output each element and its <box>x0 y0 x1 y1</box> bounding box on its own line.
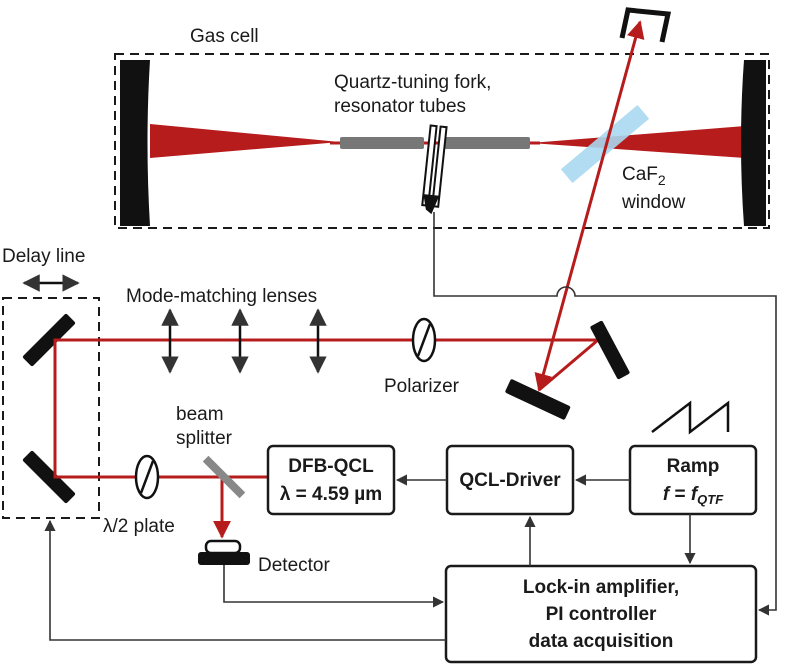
reflected-beam <box>534 20 645 392</box>
resonator-tube-right <box>444 137 530 149</box>
lock-in-line1: Lock-in amplifier, <box>523 577 679 598</box>
cell-mirror-left <box>120 60 150 226</box>
lens-label: Mode-matching lenses <box>126 286 317 307</box>
lock-in-line3: data acquisition <box>529 631 674 652</box>
steering-mirror-top <box>590 320 630 380</box>
sawtooth-icon <box>651 400 730 435</box>
cell-mirror-right <box>741 60 766 226</box>
half-wave-label: λ/2 plate <box>103 516 175 537</box>
polarizer-label: Polarizer <box>384 376 460 397</box>
cell-beam-right <box>530 126 745 158</box>
qcl-driver-title: QCL-Driver <box>459 470 561 491</box>
beam-dump <box>619 7 672 43</box>
qtf-label-line2: resonator tubes <box>334 96 466 117</box>
lock-in-line2: PI controller <box>546 604 657 625</box>
beam-splitter-icon <box>202 455 246 499</box>
cell-beam-left <box>150 124 340 158</box>
detector-icon <box>198 539 250 565</box>
caf2-label: CaF2 <box>622 164 666 188</box>
beam-splitter-label-1: beam <box>176 404 224 425</box>
quartz-tuning-fork <box>421 124 448 215</box>
caf2-window-label: window <box>621 192 686 213</box>
steering-mirror-bottom <box>505 379 571 420</box>
delay-mirror-top <box>22 313 76 367</box>
delay-line-label: Delay line <box>2 246 85 267</box>
main-beam <box>53 338 603 479</box>
ramp-frequency: f = fQTF <box>663 484 724 507</box>
delay-line-frame <box>2 297 100 519</box>
delay-mirror-bottom <box>22 450 76 504</box>
gas-cell-label: Gas cell <box>190 26 259 47</box>
qtf-signal-wire <box>433 212 777 616</box>
beam-splitter-label-2: splitter <box>176 428 233 449</box>
lock-in-box <box>444 564 758 664</box>
dfb-qcl-box <box>266 444 396 516</box>
gas-cell-frame <box>114 53 770 229</box>
qtf-label-line1: Quartz-tuning fork, <box>334 72 491 93</box>
resonator-tube-left <box>340 137 424 149</box>
dfb-qcl-title: DFB-QCL <box>288 456 374 477</box>
dfb-qcl-wavelength: λ = 4.59 µm <box>280 484 382 505</box>
ramp-title: Ramp <box>667 456 720 477</box>
detector-label: Detector <box>258 555 330 576</box>
